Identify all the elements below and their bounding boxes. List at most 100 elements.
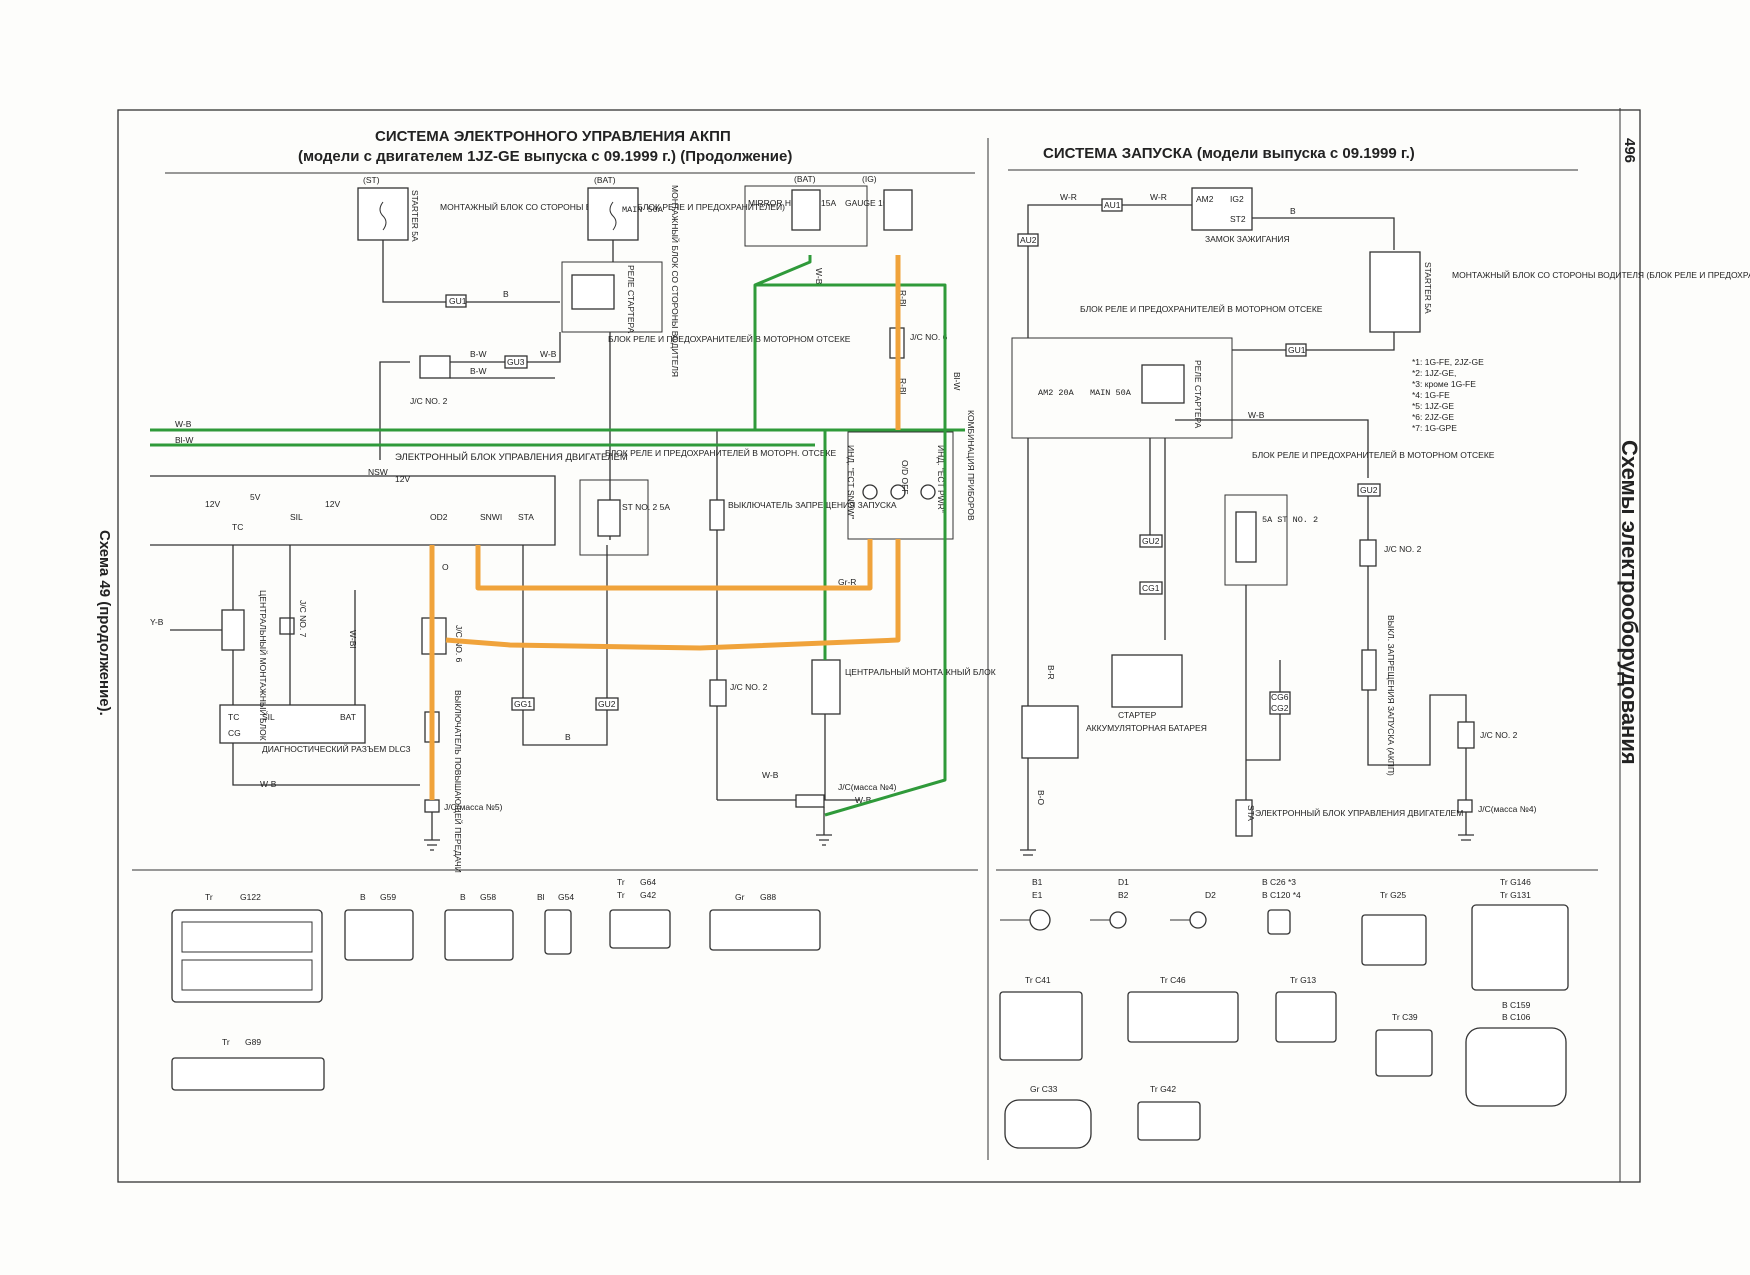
connector-au1-label: AU1: [1104, 200, 1121, 210]
side-title: Схемы электрооборудования: [1617, 440, 1642, 765]
connector-d1-b2-icon: D1 B2: [1090, 877, 1129, 929]
connector-code: G89: [245, 1037, 261, 1047]
connector-code: G64: [640, 877, 656, 887]
ig-pin: IG2: [1230, 194, 1244, 204]
jc2-right-lower-label: J/C NO. 2: [1480, 730, 1518, 740]
wire-w: [232, 545, 420, 786]
ignition-switch: [1191, 187, 1253, 231]
jc2-right: [1359, 539, 1377, 567]
wire-bw: [379, 361, 410, 460]
bat-tag: (BAT): [594, 175, 616, 185]
wire-label: B: [565, 732, 571, 742]
bat-tag-2: (BAT): [794, 174, 816, 184]
jc6-label: J/C NO. 6: [910, 332, 948, 342]
pin-snwi: SNWI: [480, 512, 502, 522]
central-block-vertical: ЦЕНТРАЛЬНЫЙ МОНТАЖНЫЙ БЛОК: [258, 590, 269, 741]
wire-green-loop: [753, 255, 947, 817]
jc2-label: J/C NO. 2: [410, 396, 448, 406]
wire: [1027, 246, 1369, 830]
jc6-lower-label: J/C NO. 6: [454, 625, 464, 663]
gauge-fuse-label: GAUGE 15A: [845, 198, 894, 208]
wire-b: [1306, 332, 1395, 351]
engine-block-right-label: БЛОК РЕЛЕ И ПРЕДОХРАНИТЕЛЕЙ В МОТОРНОМ О…: [1080, 303, 1323, 314]
connector-gu2-right-label: GU2: [1142, 536, 1160, 546]
connector-d2-icon: D2: [1170, 890, 1216, 929]
combo-label: КОМБИНАЦИЯ ПРИБОРОВ: [966, 410, 976, 521]
connector-code: G58: [480, 892, 496, 902]
ground-junction: [795, 794, 825, 808]
note: *6: 2JZ-GE: [1412, 412, 1454, 422]
engine-block2-label: БЛОК РЕЛЕ И ПРЕДОХРАНИТЕЛЕЙ В МОТОРНОМ О…: [1252, 449, 1495, 460]
wire-label: Y-B: [150, 617, 164, 627]
connector-g146-icon: Tr G146 Tr G131: [1471, 877, 1569, 991]
st2-fuse-label: ST NO. 2 5A: [622, 502, 670, 512]
wire-label: B: [1290, 206, 1296, 216]
wire-label: W-B: [855, 795, 872, 805]
engine-relay-block-right: [1011, 337, 1233, 439]
connector-gu2-right: [1139, 534, 1163, 548]
connector-label: B C106: [1502, 1012, 1531, 1022]
dlc-pin: SIL: [262, 712, 275, 722]
connector-gu3-label: GU3: [507, 357, 525, 367]
connector-label: Tr G131: [1500, 890, 1531, 900]
st-tag: (ST): [363, 175, 380, 185]
indicator-od-off: [890, 484, 906, 500]
wire-label: O: [442, 562, 449, 572]
ig-tag: (IG): [862, 174, 877, 184]
wire-label: W-B: [1248, 410, 1265, 420]
jc2-right-lower: [1457, 721, 1475, 749]
fuse-symbol: [379, 201, 387, 231]
jc2-lower: [709, 679, 727, 707]
starter-label: СТАРТЕР: [1118, 710, 1157, 720]
wire-label: B-R: [1046, 665, 1056, 680]
connector-color: B: [360, 892, 366, 902]
connector-color: Tr: [222, 1037, 230, 1047]
st2-fuse-right-label: 5A ST NO. 2: [1262, 515, 1318, 525]
connector-g88-icon: Gr G88: [709, 892, 821, 951]
connector-label: Tr G42: [1150, 1084, 1176, 1094]
st2-fuse: [597, 499, 621, 537]
mirror-fuse: [791, 189, 821, 231]
jc-ground4-right: [1457, 799, 1473, 813]
wire-label: W-B: [260, 779, 277, 789]
ecu-sta-pin: [1235, 799, 1253, 837]
ecu-box: [150, 475, 556, 546]
ecu-label: ЭЛЕКТРОННЫЙ БЛОК УПРАВЛЕНИЯ ДВИГАТЕЛЕМ: [395, 451, 628, 463]
connector-label: Tr C41: [1025, 975, 1051, 985]
jc2-lower-label: J/C NO. 2: [730, 682, 768, 692]
connector-color: B: [460, 892, 466, 902]
battery-label: АККУМУЛЯТОРНАЯ БАТАРЕЯ: [1086, 723, 1207, 733]
connector-b1-e1-icon: B1 E1: [1000, 877, 1051, 931]
connector-c33-icon: Gr C33: [1004, 1084, 1092, 1149]
jc-ground5-label: J/C(масса №5): [444, 802, 503, 812]
dlc-pin: CG: [228, 728, 241, 738]
gauge-fuse: [883, 189, 913, 231]
connector-g64-icon: Tr G64 Tr G42: [609, 877, 671, 949]
pin-od2: OD2: [430, 512, 448, 522]
wire-label: W-R: [1060, 192, 1077, 202]
jc7-label: J/C NO. 7: [298, 600, 308, 638]
wire-label: W-R: [1150, 192, 1167, 202]
ground-gh: [816, 807, 832, 846]
dlc-pin: TC: [228, 712, 239, 722]
starter-relay: [571, 274, 615, 310]
connector-g13-icon: Tr G13: [1275, 975, 1337, 1043]
jc-ground4-right-label: J/C(масса №4): [1478, 804, 1537, 814]
wire-label: B: [503, 289, 509, 299]
od-switch-label: ВЫКЛЮЧАТЕЛЬ ПОВЫШАЮЩЕЙ ПЕРЕДАЧИ: [453, 690, 464, 873]
pin-sta: STA: [518, 512, 534, 522]
dlc-label: ДИАГНОСТИЧЕСКИЙ РАЗЪЕМ DLC3: [262, 743, 411, 754]
voltage-5v: 5V: [250, 492, 261, 502]
wire-label: B-W: [470, 349, 487, 359]
central-junction: [221, 609, 245, 651]
ecu-right-label: ЭЛЕКТРОННЫЙ БЛОК УПРАВЛЕНИЯ ДВИГАТЕЛЕМ: [1255, 807, 1463, 818]
connector-label: B2: [1118, 890, 1129, 900]
connector-code: G42: [640, 890, 656, 900]
connector-label: Tr C46: [1160, 975, 1186, 985]
wire-wb: [527, 332, 561, 363]
connector-label: Gr C33: [1030, 1084, 1058, 1094]
wire-b: [522, 545, 608, 746]
connector-gu1-label: GU1: [449, 296, 467, 306]
voltage-12v: 12V: [395, 474, 410, 484]
